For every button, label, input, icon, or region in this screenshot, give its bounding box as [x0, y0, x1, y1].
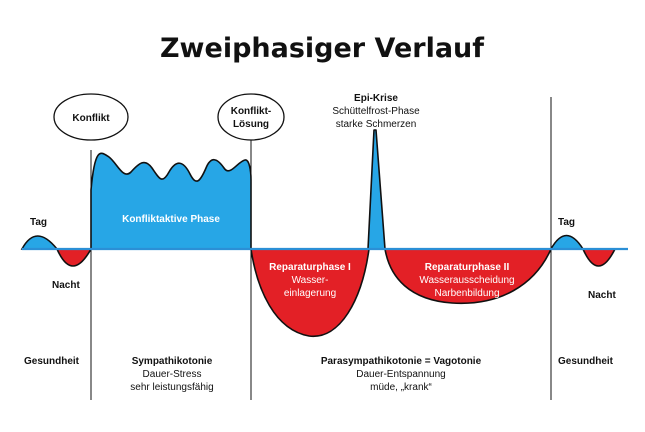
right-night-dip — [581, 248, 617, 267]
vagotonia-label-3: müde, „krank“ — [370, 382, 432, 393]
health-left-label: Gesundheit — [24, 356, 80, 367]
repair-1-label-1: Reparaturphase I — [269, 262, 351, 273]
tag-right-label: Tag — [558, 217, 575, 228]
repair-2-label-2: Wasserausscheidung — [419, 275, 514, 286]
sympathicotonia-label-1: Sympathikotonie — [132, 356, 213, 367]
conflict-bubble-label: Konflikt — [72, 113, 110, 124]
vagotonia-label-2: Dauer-Entspannung — [356, 369, 446, 380]
solution-bubble-label-1: Konflikt- — [231, 106, 272, 117]
repair-2-label-1: Reparaturphase II — [425, 262, 510, 273]
health-right-label: Gesundheit — [558, 356, 614, 367]
repair-2-label-3: Narbenbildung — [434, 288, 499, 299]
vagotonia-label-1: Parasympathikotonie = Vagotonie — [321, 356, 482, 367]
left-day-hump — [20, 235, 59, 250]
sympathicotonia-label-3: sehr leistungsfähig — [130, 382, 213, 393]
left-night-dip — [55, 248, 93, 267]
repair-phase-2-area — [384, 248, 553, 305]
sympathicotonia-label-2: Dauer-Stress — [143, 369, 202, 380]
conflict-bubble — [53, 93, 129, 141]
diagram-title: Zweiphasiger Verlauf — [160, 33, 484, 64]
right-day-hump — [549, 234, 585, 250]
tag-left-label: Tag — [30, 217, 47, 228]
solution-bubble — [217, 93, 285, 141]
nacht-left-label: Nacht — [52, 280, 80, 291]
repair-1-label-2: Wasser- — [292, 275, 329, 286]
solution-bubble-label-2: Lösung — [233, 119, 269, 130]
conflict-active-label: Konfliktaktive Phase — [122, 214, 220, 225]
epi-crisis-spike — [367, 129, 386, 250]
epi-crisis-line-3: starke Schmerzen — [336, 119, 417, 130]
nacht-right-label: Nacht — [588, 290, 616, 301]
repair-1-label-3: einlagerung — [284, 288, 336, 299]
epi-crisis-title: Epi-Krise — [354, 93, 398, 104]
repair-phase-1-area — [250, 248, 370, 337]
conflict-active-area — [90, 152, 252, 250]
epi-crisis-line-2: Schüttelfrost-Phase — [332, 106, 420, 117]
